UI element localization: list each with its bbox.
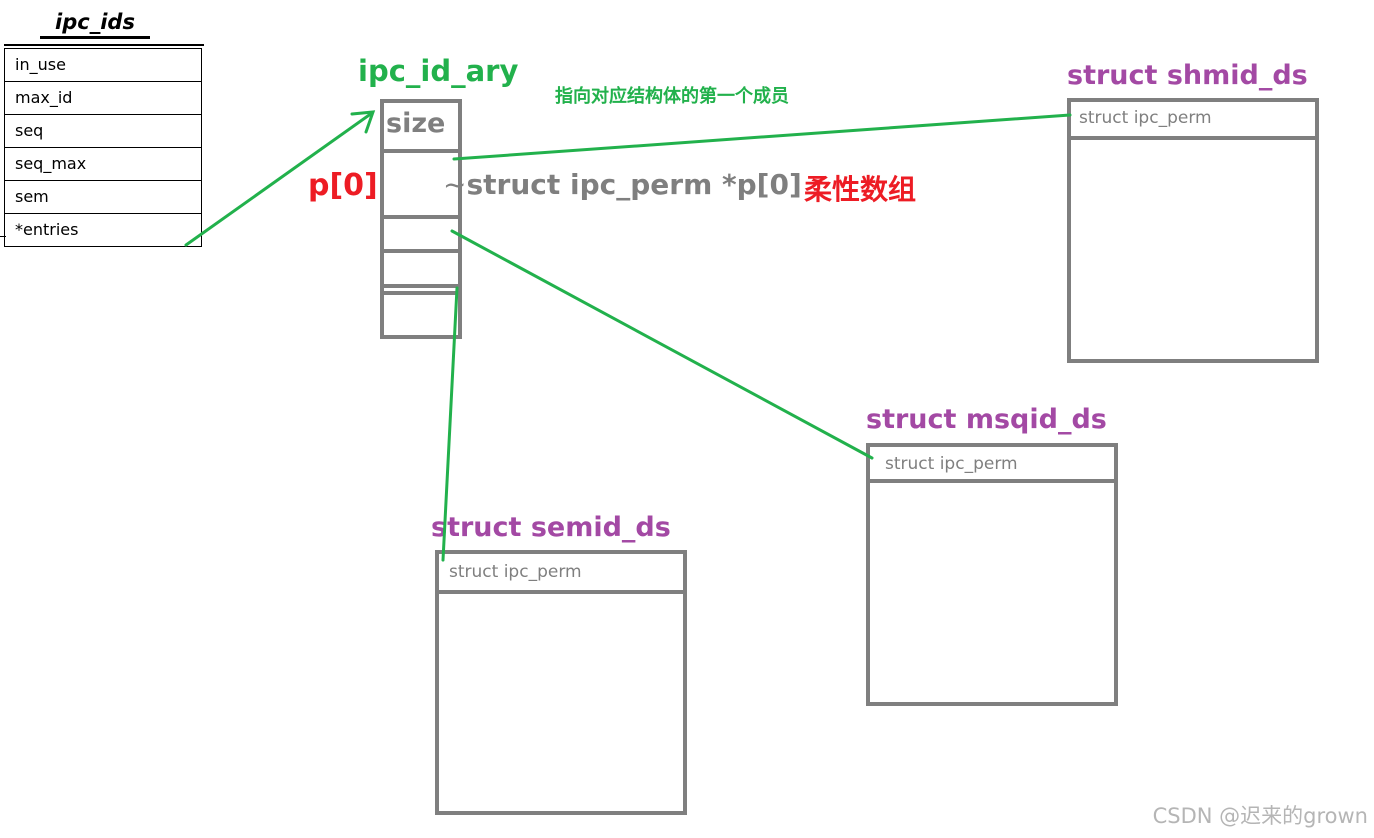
field-seq: seq [5, 114, 201, 147]
ary-separator [384, 249, 458, 253]
flex-array-declaration: ~struct ipc_perm *p[0] [443, 168, 802, 201]
watermark: CSDN @迟来的grown [1152, 804, 1368, 828]
ipc-id-ary-title: ipc_id_ary [358, 54, 519, 88]
ary-separator [384, 284, 458, 288]
shmid-ds-box: struct ipc_perm [1067, 98, 1319, 363]
field-in-use: in_use [5, 48, 201, 81]
msqid-ds-title: struct msqid_ds [866, 404, 1107, 435]
left-tick-mark [0, 236, 6, 237]
msqid-perm-member: struct ipc_perm [885, 454, 1018, 474]
entries-to-ary-arrow [184, 111, 374, 247]
semid-ds-box: struct ipc_perm [435, 550, 687, 815]
msqid-ds-box: struct ipc_perm [866, 443, 1118, 706]
field-max-id: max_id [5, 81, 201, 114]
p0-to-shmid-line [452, 113, 1072, 161]
perm-separator [1071, 136, 1315, 140]
perm-separator [439, 590, 683, 594]
ary-separator [384, 215, 458, 219]
semid-ds-title: struct semid_ds [431, 512, 671, 543]
ary-separator [384, 291, 458, 295]
ipc-ids-title: ipc_ids [40, 10, 150, 39]
pointer-annotation: 指向对应结构体的第一个成员 [555, 86, 789, 107]
arrowhead-icon [350, 110, 376, 134]
flex-decl-text: struct ipc_perm *p[0] [466, 168, 802, 201]
tilde-mark: ~ [443, 168, 467, 201]
ary-separator [384, 149, 458, 153]
shmid-ds-title: struct shmid_ds [1067, 60, 1308, 91]
flex-array-note: 柔性数组 [804, 173, 917, 206]
semid-perm-member: struct ipc_perm [449, 562, 582, 582]
p2-to-semid-line [441, 286, 459, 562]
p1-to-msqid-line [450, 229, 874, 460]
ipc-ids-top-line [4, 44, 204, 46]
ipc-id-ary-box [380, 99, 462, 339]
field-sem: sem [5, 180, 201, 213]
ipc-ids-table: in_use max_id seq seq_max sem *entries [4, 48, 202, 247]
field-seq-max: seq_max [5, 147, 201, 180]
ary-size-cell-label: size [386, 108, 446, 139]
field-entries: *entries [5, 213, 201, 246]
shmid-perm-member: struct ipc_perm [1079, 108, 1212, 128]
p0-index-label: p[0] [308, 168, 378, 203]
perm-separator [870, 479, 1114, 483]
